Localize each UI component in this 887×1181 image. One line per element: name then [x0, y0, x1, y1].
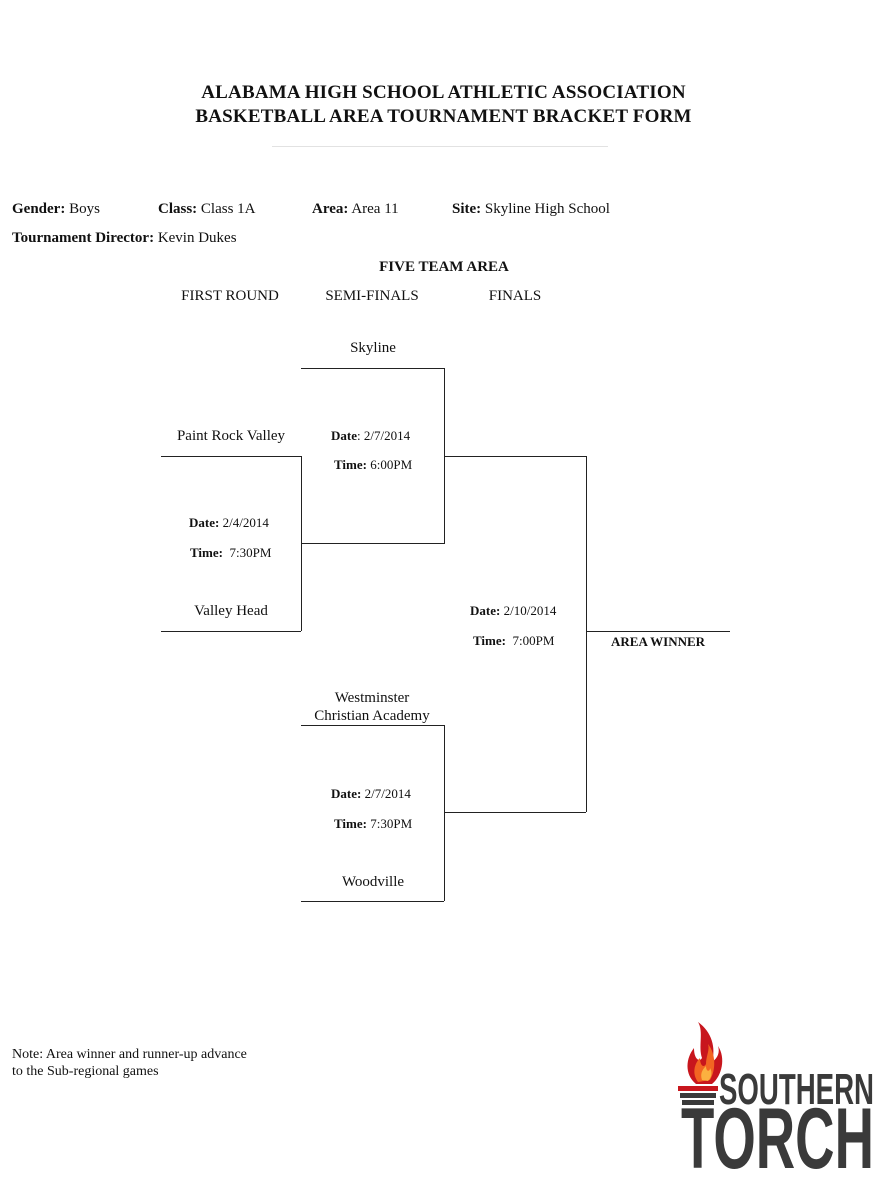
gender-value: Boys [69, 201, 100, 217]
date-value: 2/4/2014 [222, 515, 269, 530]
director-value: Kevin Dukes [157, 230, 237, 246]
director-field: Tournament Director: Kevin Dukes [12, 230, 237, 247]
round-header-first: FIRST ROUND [181, 288, 279, 304]
team-skyline: Skyline [350, 340, 396, 356]
time-value: 7:30PM [229, 545, 272, 560]
site-value: Skyline High School [484, 201, 610, 217]
torch-flame-icon: SOUTHERN TORCH [678, 1022, 874, 1181]
semi-top-date: Date: 2/7/2014 [331, 428, 411, 443]
round-header-finals: FINALS [488, 288, 542, 304]
site-label: Site: [452, 201, 482, 217]
bracket-connector-finals [586, 456, 587, 812]
footnote: Note: Area winner and runner-up advance … [12, 1047, 247, 1079]
team-westminster-line2: Christian Academy [314, 708, 430, 724]
bracket-connector-semi-bottom [444, 725, 445, 901]
finals-time: Time: 7:00PM [473, 633, 554, 649]
date-value: 2/7/2014 [364, 786, 411, 801]
time-value: 6:00PM [370, 457, 413, 472]
first-round-date: Date: 2/4/2014 [189, 515, 269, 530]
class-value: Class 1A [200, 201, 256, 217]
site-field: Site: Skyline High School [452, 201, 610, 218]
bracket-line-paint-rock [161, 456, 301, 457]
date-value: 2/7/2014 [363, 428, 411, 443]
finals-date: Date: 2/10/2014 [470, 603, 557, 618]
round-header-semi: SEMI-FINALS [325, 288, 419, 304]
bracket-line-area-winner [586, 631, 730, 632]
torch-stripe-3 [682, 1100, 714, 1105]
bracket-line-westminster [301, 725, 444, 726]
class-field: Class: Class 1A [158, 201, 256, 218]
logo-word-southern: SOUTHERN [719, 1065, 874, 1114]
form-title-line2: BASKETBALL AREA TOURNAMENT BRACKET FORM [195, 106, 692, 127]
gender-field: Gender: Boys [12, 201, 100, 218]
team-woodville: Woodville [341, 874, 405, 890]
faint-divider [272, 146, 608, 147]
bracket-line-woodville [301, 901, 444, 902]
time-value: 7:00PM [512, 633, 555, 648]
date-label: Date [331, 428, 357, 443]
semi-bottom-date: Date: 2/7/2014 [331, 786, 411, 801]
area-winner-label: AREA WINNER [611, 634, 706, 649]
time-value: 7:30PM [370, 816, 413, 831]
area-label: Area: [312, 201, 349, 217]
flame-inner [701, 1066, 712, 1081]
first-round-time: Time: 7:30PM [190, 545, 271, 561]
gender-label: Gender: [12, 201, 66, 217]
team-valley-head: Valley Head [194, 603, 268, 619]
team-paint-rock-valley: Paint Rock Valley [176, 428, 286, 444]
team-westminster-line1: Westminster [334, 690, 410, 706]
form-title-line1: ALABAMA HIGH SCHOOL ATHLETIC ASSOCIATION [201, 82, 686, 103]
time-label: Time: [473, 633, 506, 648]
southern-torch-logo: SOUTHERN TORCH [676, 1018, 876, 1181]
area-field: Area: Area 11 [312, 201, 399, 218]
bracket-line-skyline [301, 368, 444, 369]
time-label: Time: [334, 816, 367, 831]
time-label: Time: [334, 457, 367, 472]
torch-stripe-2 [680, 1093, 716, 1098]
class-label: Class: [158, 201, 198, 217]
bracket-line-semi-top-winner [444, 456, 586, 457]
bracket-format-title: FIVE TEAM AREA [379, 259, 509, 275]
bracket-line-semi-bottom-winner [444, 812, 586, 813]
torch-stripe-1 [678, 1086, 718, 1091]
director-label: Tournament Director: [12, 230, 155, 246]
area-value: Area 11 [351, 201, 399, 217]
logo-word-torch: TORCH [681, 1091, 874, 1173]
date-value: 2/10/2014 [503, 603, 557, 618]
time-label: Time: [190, 545, 223, 560]
date-label: Date [331, 786, 357, 801]
bracket-line-valley-head [161, 631, 301, 632]
semi-bottom-time: Time: 7:30PM [334, 816, 412, 832]
bracket-line-first-round-winner [301, 543, 444, 544]
date-label: Date [470, 603, 496, 618]
semi-top-time: Time: 6:00PM [334, 457, 412, 473]
date-label: Date [189, 515, 215, 530]
